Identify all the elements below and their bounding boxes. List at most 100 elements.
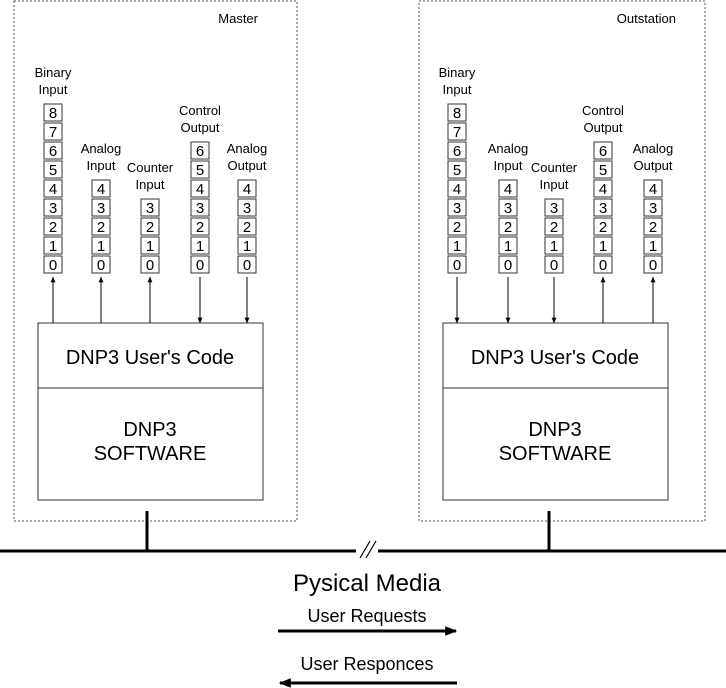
master-analog-input-label-line: Input (87, 158, 116, 173)
physical-media-label: Pysical Media (293, 570, 442, 597)
master-software-line-1: DNP3 (123, 419, 176, 441)
master-title: Master (218, 11, 258, 26)
master-binary-input-cell (43, 236, 63, 255)
outstation-analog-input-point-number: 2 (504, 219, 512, 236)
outstation-control-output-cell (593, 160, 613, 179)
master-binary-input-cell (43, 122, 63, 141)
outstation-control-output-cell (593, 217, 613, 236)
master-binary-input-cell (43, 141, 63, 160)
outstation-counter-input-label-line: Input (540, 177, 569, 192)
master-counter-input-cell (140, 217, 160, 236)
outstation-analog-output-point-number: 2 (649, 219, 657, 236)
master-control-output-cell (190, 179, 210, 198)
outstation-counter-input-label-line: Counter (531, 160, 578, 175)
master-analog-output-point-number: 4 (243, 181, 251, 198)
master-counter-input-point-number: 2 (146, 219, 154, 236)
master-binary-input-cell (43, 103, 63, 122)
master-control-output-point-number: 5 (196, 162, 204, 179)
outstation-binary-input-point-number: 2 (453, 219, 461, 236)
outstation-binary-input-cell (447, 141, 467, 160)
outstation-analog-output-point-number: 3 (649, 200, 657, 217)
master-binary-input-point-number: 1 (49, 238, 57, 255)
master-counter-input-cell (140, 198, 160, 217)
outstation-counter-input-cell (544, 198, 564, 217)
master-binary-input-point-number: 8 (49, 105, 57, 122)
master-control-output-label-line: Output (180, 120, 219, 135)
outstation: Outstation BinaryInput876543210AnalogInp… (418, 0, 706, 551)
master-analog-output-cell (237, 217, 257, 236)
master-analog-output-point-number: 2 (243, 219, 251, 236)
master-control-output-point-number: 0 (196, 257, 204, 274)
master-software-line-2: SOFTWARE (94, 443, 207, 465)
outstation-control-output-point-number: 2 (599, 219, 607, 236)
outstation-binary-input-point-number: 3 (453, 200, 461, 217)
outstation-binary-input-point-number: 6 (453, 143, 461, 160)
physical-media-bus (0, 540, 726, 559)
outstation-control-output-cell (593, 179, 613, 198)
outstation-control-output-point-number: 5 (599, 162, 607, 179)
outstation-control-output-point-number: 3 (599, 200, 607, 217)
outstation-control-output-cell (593, 255, 613, 274)
master-binary-input-point-number: 3 (49, 200, 57, 217)
master-analog-output-cell (237, 236, 257, 255)
master-counter-input-point-number: 1 (146, 238, 154, 255)
outstation-binary-input-cell (447, 217, 467, 236)
master-analog-output-cell (237, 179, 257, 198)
master-binary-input-cell (43, 179, 63, 198)
master-analog-input-point-number: 3 (97, 200, 105, 217)
master-counter-input-cell (140, 236, 160, 255)
outstation-binary-input-point-number: 4 (453, 181, 461, 198)
outstation-binary-input-cell (447, 198, 467, 217)
outstation-analog-input-cell (498, 198, 518, 217)
master-control-output-cell (190, 198, 210, 217)
outstation-binary-input-cell (447, 236, 467, 255)
outstation-analog-input-point-number: 0 (504, 257, 512, 274)
master-control-output-point-number: 2 (196, 219, 204, 236)
outstation-binary-input-label-line: Binary (439, 65, 476, 80)
bus-break-mark-2 (365, 540, 377, 559)
outstation-counter-input-cell (544, 217, 564, 236)
master-binary-input-label-line: Input (39, 82, 68, 97)
master-analog-input-point-number: 1 (97, 238, 105, 255)
master-binary-input-point-number: 4 (49, 181, 57, 198)
master-user-code-box (37, 322, 264, 389)
outstation-binary-input-label-line: Input (443, 82, 472, 97)
master-analog-output-cell (237, 198, 257, 217)
outstation-analog-output-point-number: 0 (649, 257, 657, 274)
master-analog-output-cell (237, 255, 257, 274)
master-counter-input-label-line: Counter (127, 160, 174, 175)
master-control-output-label-line: Control (179, 103, 221, 118)
master-analog-input-point-number: 0 (97, 257, 105, 274)
master-control-output-cell (190, 141, 210, 160)
outstation-analog-input-point-number: 1 (504, 238, 512, 255)
outstation-binary-input-point-number: 5 (453, 162, 461, 179)
outstation-analog-output-cell (643, 255, 663, 274)
master-analog-input-cell (91, 255, 111, 274)
outstation-binary-input-cell (447, 160, 467, 179)
outstation-control-output-point-number: 0 (599, 257, 607, 274)
outstation-control-output-point-number: 6 (599, 143, 607, 160)
outstation-analog-output-cell (643, 179, 663, 198)
outstation-analog-input-cell (498, 179, 518, 198)
master-analog-output-point-number: 0 (243, 257, 251, 274)
master-analog-input-cell (91, 198, 111, 217)
outstation-counter-input-point-number: 2 (550, 219, 558, 236)
outstation-counter-input-cell (544, 255, 564, 274)
master-counter-input-point-number: 3 (146, 200, 154, 217)
master-analog-output-label-line: Output (227, 158, 266, 173)
master-software-box (37, 387, 264, 501)
outstation-analog-output-cell (643, 236, 663, 255)
outstation-control-output-label-line: Output (583, 120, 622, 135)
user-requests-label: User Requests (307, 606, 426, 626)
bus-break-mark-1 (359, 540, 371, 559)
master-counter-input-point-number: 0 (146, 257, 154, 274)
master-binary-input-cell (43, 160, 63, 179)
